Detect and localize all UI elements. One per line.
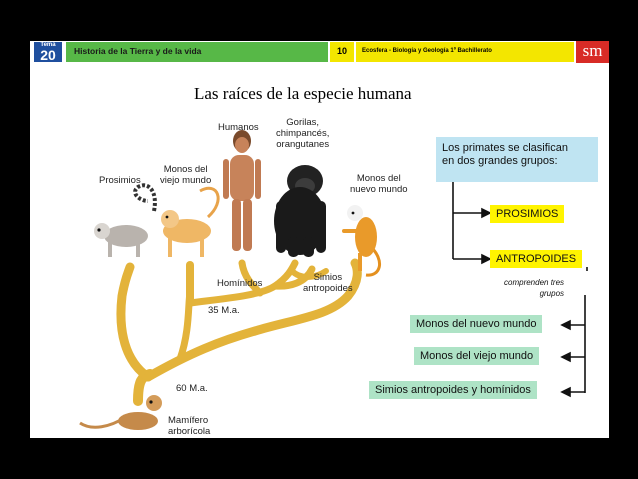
label-monos-viejo-line2: viejo mundo: [160, 175, 212, 186]
prosimian-illustration: [94, 183, 157, 257]
label-35-ma: 35 M.a.: [208, 305, 240, 316]
label-hominidos: Homínidos: [217, 278, 263, 289]
gorilla-illustration: [274, 165, 326, 257]
classification-arrows: [452, 182, 588, 398]
unit-title-bar: Historia de la Tierra y de la vida: [66, 42, 328, 62]
slide: Tema 20 Historia de la Tierra y de la vi…: [30, 41, 609, 438]
tema-number: 20: [40, 47, 56, 63]
tree-branches: [116, 258, 362, 406]
subgroups-note-line2: grupos: [539, 289, 565, 298]
prosimios-group-box: PROSIMIOS: [490, 205, 565, 223]
tema-label: Tema: [40, 42, 56, 48]
logo-text: sm: [582, 41, 603, 60]
label-simios-line1: Simios: [313, 272, 343, 283]
label-gorilas: Gorilas, chimpancés, orangutanes: [276, 117, 329, 150]
label-monos-nuevo-line2: nuevo mundo: [350, 184, 408, 195]
label-humanos: Humanos: [218, 122, 259, 133]
branch-antropoides: [143, 258, 362, 382]
antropoides-group-box: ANTROPOIDES: [490, 250, 583, 268]
label-gorilas-line1: Gorilas,: [286, 117, 320, 128]
new-world-monkey-illustration: [342, 205, 381, 277]
branch-simios-link: [289, 268, 329, 280]
branch-humanos: [238, 259, 264, 297]
unit-title: Historia de la Tierra y de la vida: [74, 46, 202, 56]
label-simios-line2: antropoides: [303, 283, 353, 294]
label-simios-antropoides: Simios antropoides: [303, 272, 353, 294]
subgroups-note: comprenden tres grupos: [504, 277, 564, 299]
label-mamifero-line2: arborícola: [168, 426, 211, 437]
old-world-monkey-illustration: [161, 186, 220, 257]
evolution-tree-illustration: [79, 130, 588, 430]
subgroups-note-line1: comprenden tres: [504, 278, 565, 287]
sm-logo: sm: [576, 41, 609, 63]
label-mamifero-line1: Mamífero: [168, 415, 209, 426]
header-bar: Tema 20 Historia de la Tierra y de la vi…: [30, 41, 609, 63]
subgroup-simios-hominidos: Simios antropoides y homínidos: [369, 381, 537, 399]
label-60-ma: 60 M.a.: [176, 383, 208, 394]
classification-intro-line2: en dos grandes grupos:: [442, 155, 558, 167]
branch-gorilas: [271, 265, 316, 290]
page-number-box: 10: [330, 42, 354, 62]
classification-intro-line1: Los primates se clasifican: [442, 142, 568, 154]
label-monos-nuevo-line1: Monos del: [356, 173, 401, 184]
label-gorilas-line2: chimpancés,: [276, 128, 330, 139]
label-monos-nuevo-mundo: Monos del nuevo mundo: [350, 173, 408, 195]
book-title: Ecosfera - Biología y Geología 1º Bachil…: [362, 48, 492, 54]
classification-intro-box: Los primates se clasifican en dos grande…: [436, 137, 598, 182]
diagram-title: Las raíces de la especie humana: [194, 84, 412, 103]
subgroup-monos-viejo-mundo: Monos del viejo mundo: [414, 347, 540, 365]
branch-prosimios: [116, 262, 153, 382]
subgroup-monos-nuevo-mundo: Monos del nuevo mundo: [410, 315, 543, 333]
label-gorilas-line3: orangutanes: [276, 139, 330, 150]
label-monos-viejo-mundo: Monos del viejo mundo: [160, 164, 211, 186]
label-monos-viejo-line1: Monos del: [163, 164, 208, 175]
arboreal-mammal-illustration: [79, 395, 162, 430]
book-title-bar: Ecosfera - Biología y Geología 1º Bachil…: [356, 42, 574, 62]
tema-badge: Tema 20: [34, 42, 62, 62]
human-illustration: [223, 130, 261, 251]
label-prosimios: Prosimios: [99, 175, 141, 186]
label-mamifero-arboricola: Mamífero arborícola: [168, 415, 210, 437]
page-number: 10: [336, 46, 347, 56]
